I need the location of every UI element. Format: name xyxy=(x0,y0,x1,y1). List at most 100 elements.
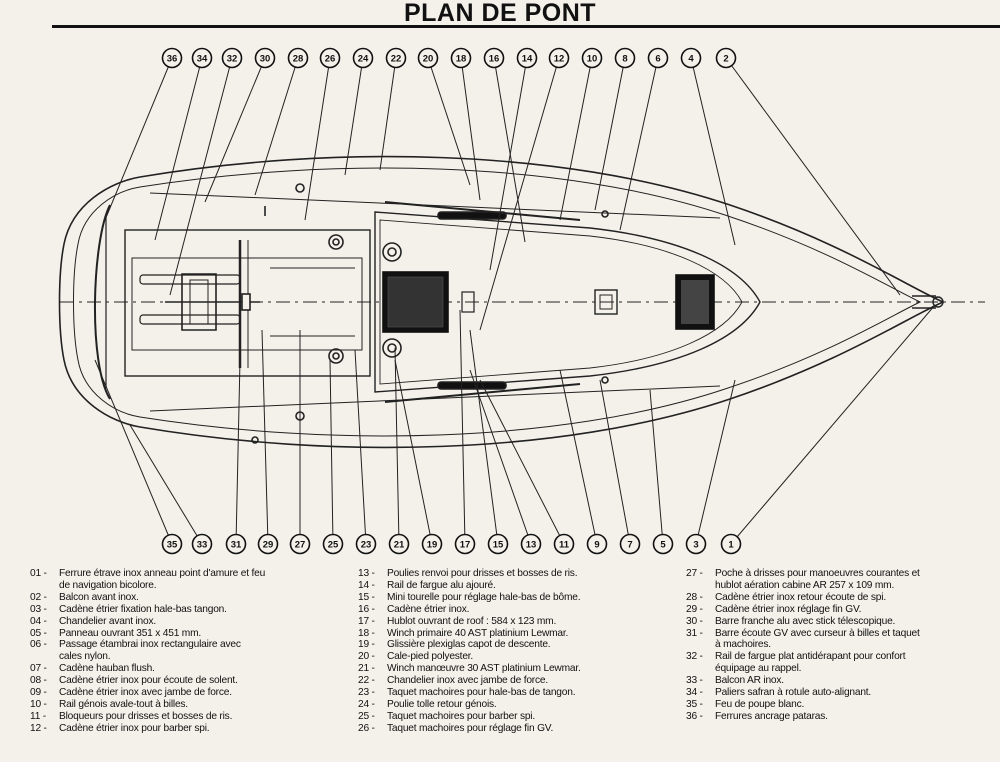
legend-item-number: 30 - xyxy=(686,615,703,627)
top-callout-label-36: 36 xyxy=(167,54,178,65)
legend-item: 32 -Rail de fargue plat antidérapant pou… xyxy=(686,651,976,663)
legend-item-number: 11 - xyxy=(30,710,46,722)
legend-column-3: 27 -Poche à drisses pour manoeuvres cour… xyxy=(686,568,976,723)
legend-item: 18 -Winch primaire 40 AST platinium Lewm… xyxy=(358,628,658,640)
bottom-callout-label-13: 13 xyxy=(526,540,537,551)
legend-item-text: Hublot ouvrant de roof : 584 x 123 mm. xyxy=(387,615,557,627)
bottom-callout-circle-13 xyxy=(520,533,542,555)
top-callout-circle-16 xyxy=(483,47,505,69)
bottom-callout-label-21: 21 xyxy=(394,540,405,551)
top-callout-circle-14 xyxy=(516,47,538,69)
legend-item-number: 01 - xyxy=(30,568,47,579)
legend-item: 26 -Taquet machoires pour réglage fin GV… xyxy=(358,723,658,735)
legend-item-number: 23 - xyxy=(358,687,375,699)
bottom-callout-circle-23 xyxy=(355,533,377,555)
legend-item-text: Cadène étrier inox réglage fin GV. xyxy=(715,603,862,615)
top-callout-label-2: 2 xyxy=(723,54,728,65)
legend-item-text: Chandelier avant inox. xyxy=(59,615,156,627)
bottom-callout-circle-5 xyxy=(652,533,674,555)
legend-item-text: Paliers safran à rotule auto-alignant. xyxy=(715,687,872,699)
legend-item: 24 -Poulie tolle retour génois. xyxy=(358,699,658,711)
legend-item-continuation: à machoires. xyxy=(715,639,771,651)
top-callout-label-32: 32 xyxy=(227,54,238,65)
bottom-callout-circle-17 xyxy=(454,533,476,555)
legend-item-continuation: cales nylon. xyxy=(59,651,111,663)
bottom-callout-label-19: 19 xyxy=(427,540,438,551)
legend-item: 29 -Cadène étrier inox réglage fin GV. xyxy=(686,604,976,616)
bottom-leader-29 xyxy=(261,329,269,545)
legend-item-number: 34 - xyxy=(686,687,703,699)
bottom-callout-label-3: 3 xyxy=(693,540,698,551)
bottom-leader-9 xyxy=(559,369,598,545)
legend-item-number: 31 - xyxy=(686,627,703,639)
legend-item-text: Barre écoute GV avec curseur à billes et… xyxy=(715,627,920,639)
bottom-callout-label-25: 25 xyxy=(328,540,339,551)
bottom-leader-3 xyxy=(695,379,736,545)
top-callout-label-8: 8 xyxy=(622,54,627,65)
legend-item-number: 18 - xyxy=(358,627,375,639)
legend-item-text: Cadène étrier inox. xyxy=(387,603,470,615)
legend-item-text: Mini tourelle pour réglage hale-bas de b… xyxy=(387,591,581,603)
legend-item-continuation: équipage au rappel. xyxy=(715,663,802,675)
top-leader-2 xyxy=(725,57,901,296)
top-leader-8 xyxy=(594,57,626,211)
legend-item-text: Cadène étrier fixation hale-bas tangon. xyxy=(59,603,227,615)
legend-item: 23 -Taquet machoires pour hale-bas de ta… xyxy=(358,687,658,699)
legend-item: 04 -Chandelier avant inox. xyxy=(30,616,330,628)
legend-item-text: Poulies renvoi pour drisses et bosses de… xyxy=(387,568,578,579)
top-callout-label-20: 20 xyxy=(423,54,434,65)
coachroof-outline xyxy=(374,211,761,393)
bottom-callout-circle-3 xyxy=(685,533,707,555)
bottom-leader-21 xyxy=(394,347,400,545)
mast-partner xyxy=(594,289,618,315)
legend-item-number: 14 - xyxy=(358,579,375,591)
legend-item: 06 -Passage étambrai inox rectangulaire … xyxy=(30,639,330,651)
legend-item: 21 -Winch manœuvre 30 AST platinium Lewm… xyxy=(358,663,658,675)
bottom-callout-label-1: 1 xyxy=(728,540,734,551)
top-leader-4 xyxy=(690,57,736,246)
top-leader-26 xyxy=(304,57,331,221)
legend-item: 01 -Ferrure étrave inox anneau point d'a… xyxy=(30,568,330,580)
bottom-callout-circle-11 xyxy=(553,533,575,555)
legend-item-number: 15 - xyxy=(358,591,375,603)
legend-item: 35 -Feu de poupe blanc. xyxy=(686,699,976,711)
legend-item: 11 -Bloqueurs pour drisses et bosses de … xyxy=(30,711,330,723)
top-callout-label-10: 10 xyxy=(587,54,598,65)
top-callout-circle-26 xyxy=(319,47,341,69)
legend-item-number: 07 - xyxy=(30,663,47,675)
legend-item-text: Balcon avant inox. xyxy=(59,591,139,603)
legend-item-text: Rail de fargue alu ajouré. xyxy=(387,579,496,591)
top-callout-label-18: 18 xyxy=(456,54,467,65)
bottom-leader-35 xyxy=(94,359,173,545)
legend-item-number: 36 - xyxy=(686,710,703,722)
bottom-callout-label-11: 11 xyxy=(559,540,570,551)
legend-item-number: 25 - xyxy=(358,710,375,722)
legend-item-text: Ferrures ancrage pataras. xyxy=(715,710,828,722)
top-callout-label-26: 26 xyxy=(325,54,336,65)
bottom-callout-label-23: 23 xyxy=(361,540,372,551)
top-callout-circle-20 xyxy=(417,47,439,69)
legend-item-number: 24 - xyxy=(358,698,375,710)
legend-item-number: 16 - xyxy=(358,603,375,615)
top-callout-circle-2 xyxy=(715,47,737,69)
top-leader-30 xyxy=(204,57,266,203)
bottom-callout-circle-27 xyxy=(289,533,311,555)
legend-item-number: 10 - xyxy=(30,698,47,710)
legend-item: 30 -Barre franche alu avec stick télesco… xyxy=(686,616,976,628)
bottom-callout-circle-9 xyxy=(586,533,608,555)
top-leader-16 xyxy=(493,57,526,243)
bottom-callout-label-31: 31 xyxy=(231,540,242,551)
legend-item-text: Rail génois avale-tout à billes. xyxy=(59,698,188,710)
legend-item-number: 02 - xyxy=(30,591,47,603)
top-leader-12 xyxy=(479,57,560,331)
legend-item-text: Cadène hauban flush. xyxy=(59,663,155,675)
top-leader-34 xyxy=(154,57,203,241)
bottom-leader-23 xyxy=(354,349,367,545)
legend-item: 34 - Paliers safran à rotule auto-alignan… xyxy=(686,687,976,699)
legend-item: 28 -Cadène étrier inox retour écoute de … xyxy=(686,592,976,604)
legend-item-number: 13 - xyxy=(358,568,375,579)
legend-item-text: Chandelier inox avec jambe de force. xyxy=(387,675,548,687)
bottom-leader-33 xyxy=(129,424,203,545)
top-callout-label-14: 14 xyxy=(522,54,533,65)
legend-item: 27 -Poche à drisses pour manoeuvres cour… xyxy=(686,568,976,580)
